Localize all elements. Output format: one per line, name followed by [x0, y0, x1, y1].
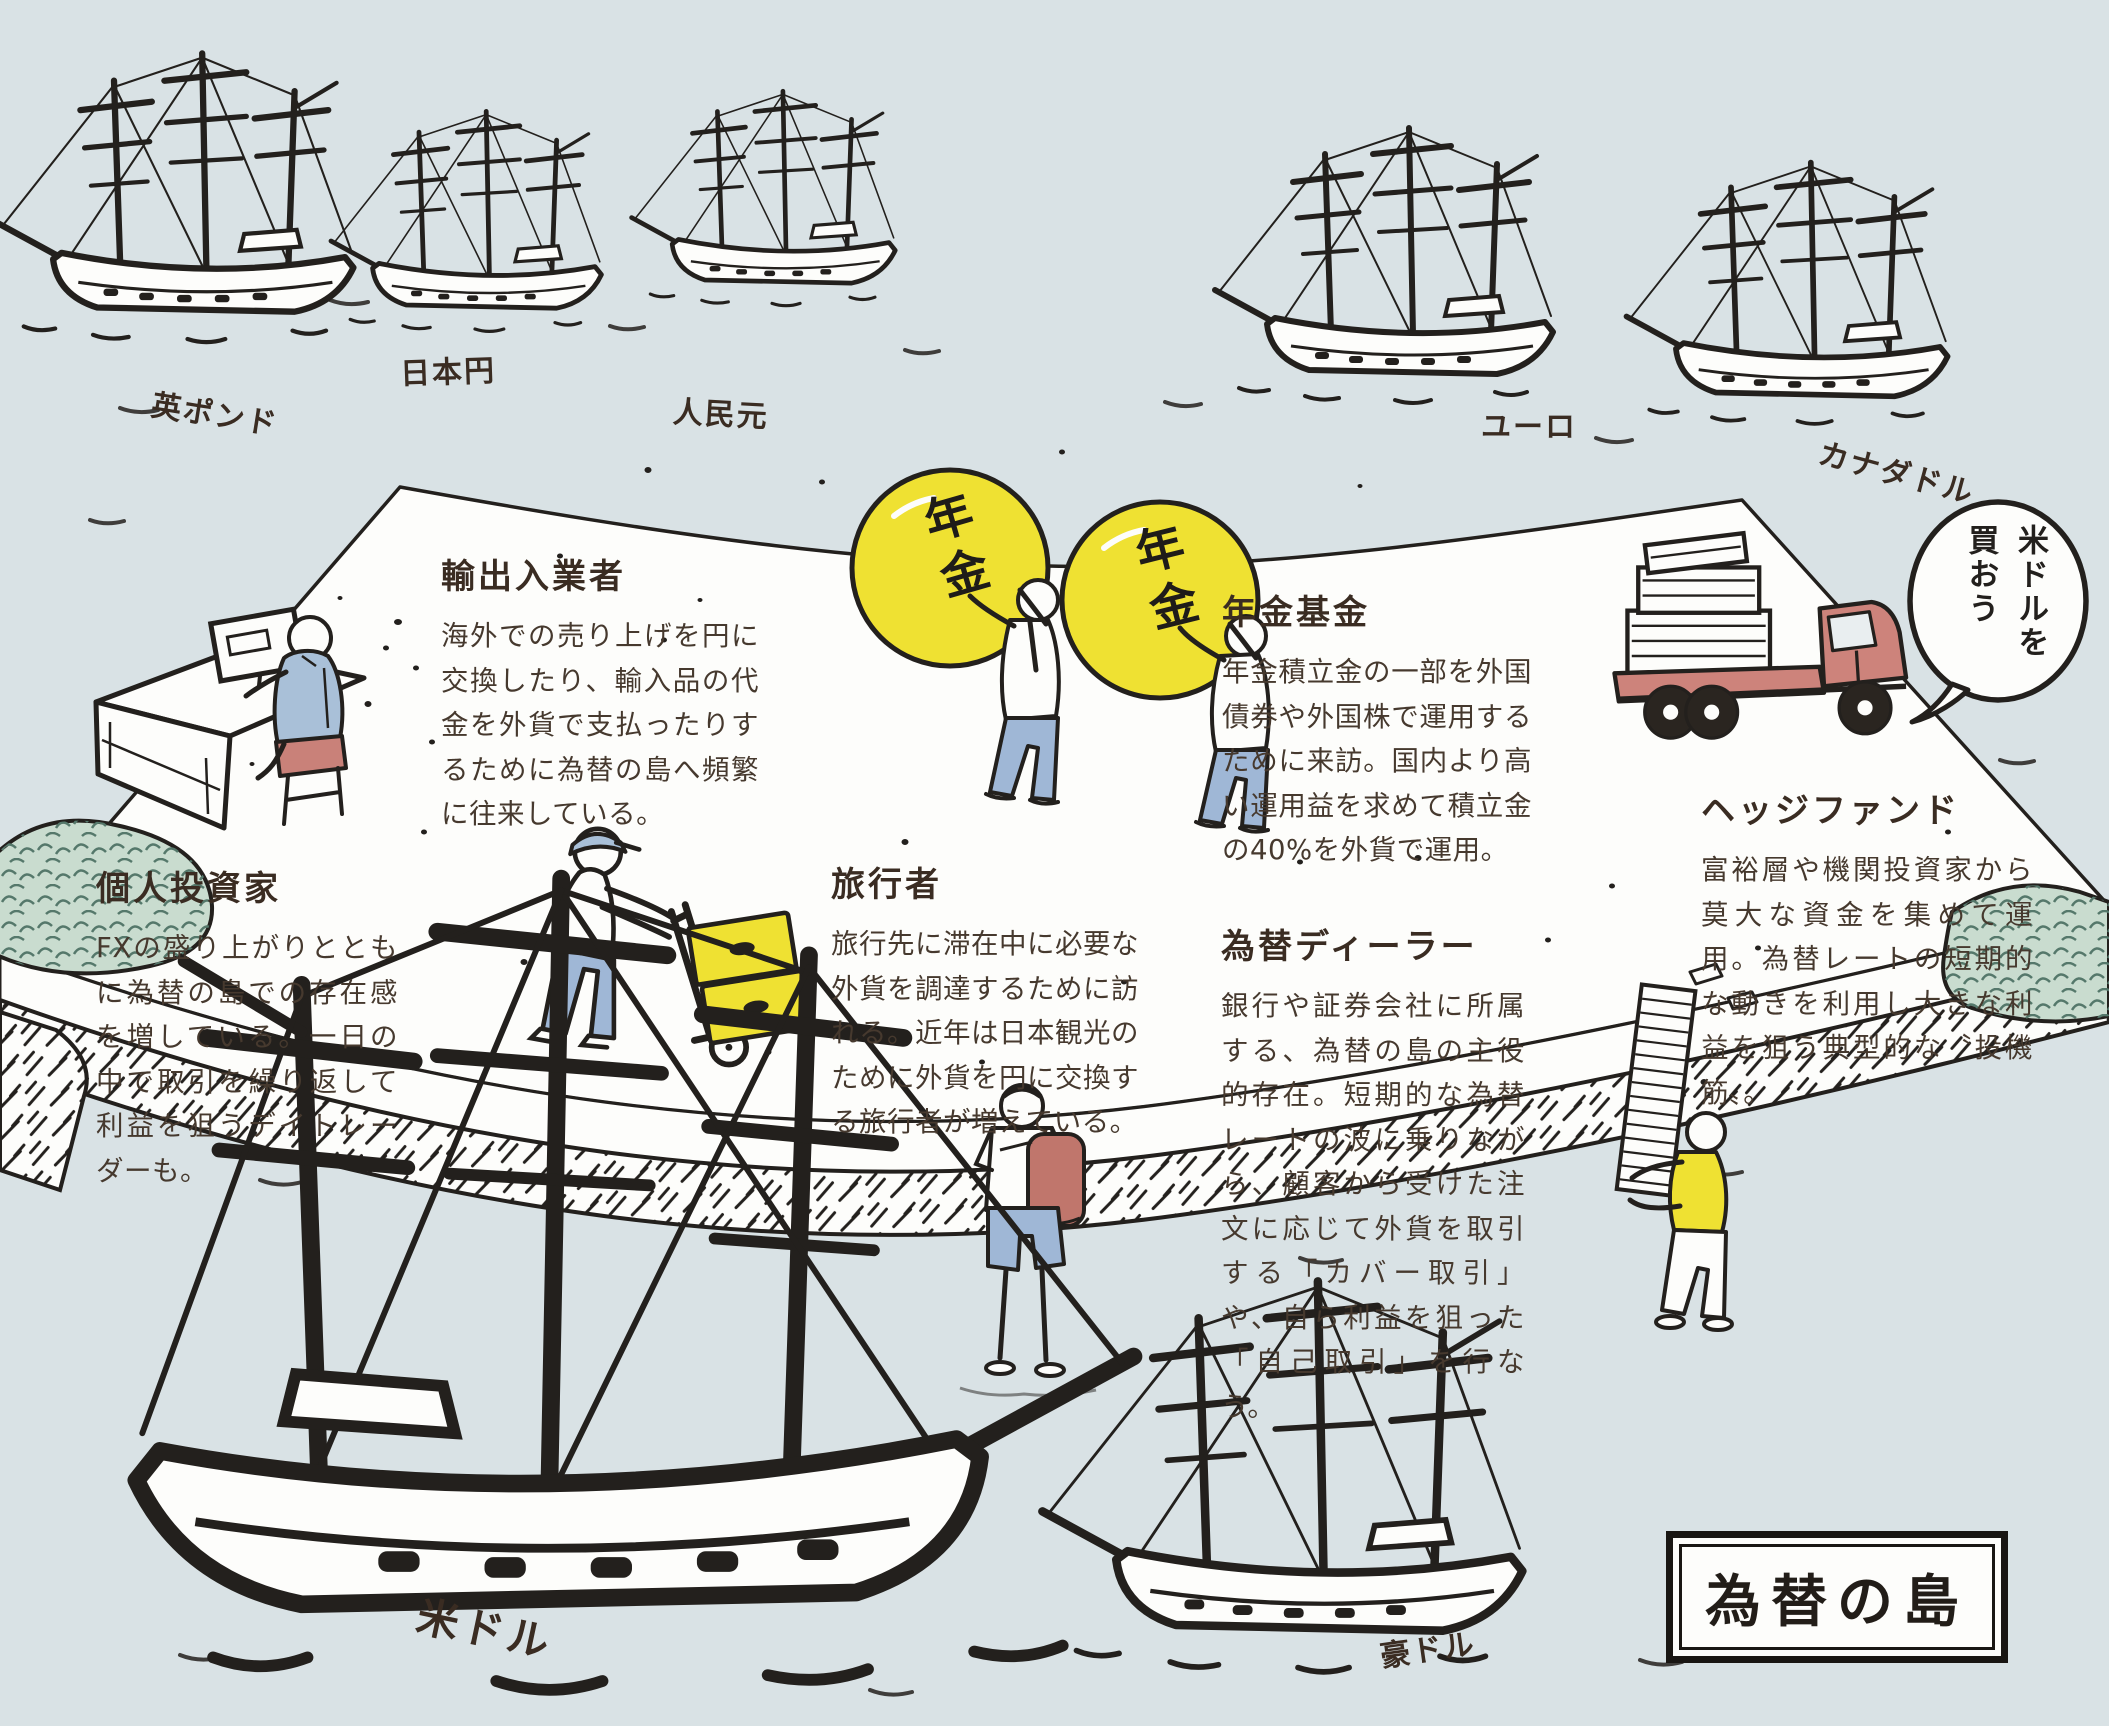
section-title: 旅行者 [831, 865, 942, 905]
section-importer-exporter: 輸出入業者 海外での売り上げを円に交換したり、輸入品の代金を外貨で支払ったりする… [441, 549, 759, 837]
section-traveler: 旅行者 旅行先に滞在中に必要な外貨を調達するために訪れる。近年は日本観光のために… [831, 857, 1139, 1145]
ship-gbp [0, 53, 353, 342]
island-title-label: 為替の島 [1679, 1544, 1995, 1650]
section-title: 輸出入業者 [441, 557, 626, 597]
ship-cny [632, 91, 896, 306]
section-individual-investor: 個人投資家 FXの盛り上がりとともに為替の島での存在感を増している。一日の中で取… [96, 861, 398, 1193]
hedge-right [1941, 883, 2109, 1024]
section-body: 年金積立金の一部を外国債券や外国株で運用するために来訪。国内より高い運用益を求め… [1222, 656, 1532, 866]
section-fx-dealer: 為替ディーラー 銀行や証券会社に所属する、為替の島の主役的存在。短期的な為替レー… [1221, 919, 1525, 1429]
fx-dealer-illustration [1614, 962, 1759, 1332]
island-title-box: 為替の島 [1666, 1531, 2008, 1663]
section-title: 年金基金 [1222, 593, 1370, 633]
ship-eur [1215, 128, 1553, 403]
section-body: 旅行先に滞在中に必要な外貨を調達するために訪れる。近年は日本観光のために外貨を円… [831, 928, 1139, 1138]
ship-label-eur: ユーロ [1481, 410, 1577, 445]
section-pension-fund: 年金基金 年金積立金の一部を外国債券や外国株で運用するために来訪。国内より高い運… [1222, 585, 1532, 873]
ship-jpy [331, 111, 601, 331]
section-title: 個人投資家 [96, 869, 281, 909]
individual-investor-illustration [93, 606, 367, 831]
hedge-fund-truck-illustration [1612, 530, 1909, 740]
ship-cad [1627, 163, 1948, 424]
section-hedge-fund: ヘッジファンド 富裕層や機関投資家から莫大な資金を集めて運用。為替レートの短期的… [1701, 783, 2033, 1115]
section-body: 海外での売り上げを円に交換したり、輸入品の代金を外貨で支払ったりするために為替の… [441, 620, 759, 830]
section-body: 銀行や証券会社に所属する、為替の島の主役的存在。短期的な為替レートの波に乗りなが… [1221, 990, 1525, 1423]
speech-bubble-text: 米ドルを 買おう [1962, 524, 2048, 660]
section-body: 富裕層や機関投資家から莫大な資金を集めて運用。為替レートの短期的な動きを利用し大… [1701, 854, 2033, 1109]
pension-fund-illustration [849, 467, 1271, 834]
hedge-left [0, 818, 215, 976]
speech-bubble [1907, 499, 2089, 725]
ship-label-jpy: 日本円 [399, 353, 497, 392]
ship-label-cny: 人民元 [671, 395, 770, 435]
section-body: FXの盛り上がりとともに為替の島での存在感を増している。一日の中で取引を繰り返し… [96, 932, 398, 1187]
section-title: ヘッジファンド [1701, 791, 1960, 831]
traveler-illustration [959, 1083, 1097, 1397]
section-title: 為替ディーラー [1221, 927, 1478, 967]
